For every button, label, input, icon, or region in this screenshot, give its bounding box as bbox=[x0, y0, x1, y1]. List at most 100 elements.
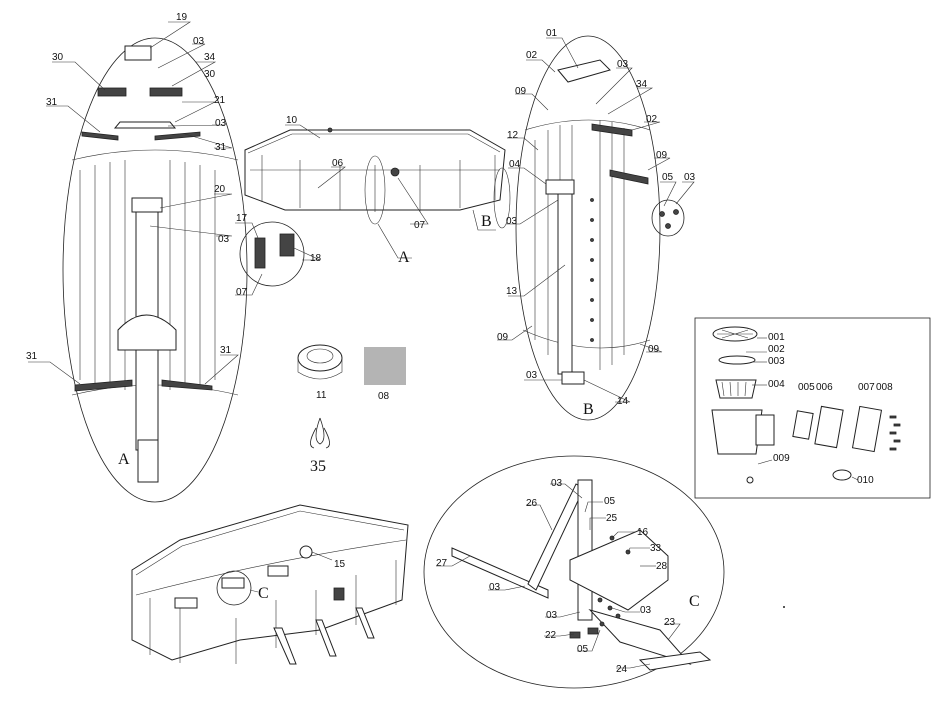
label-03: 03 bbox=[684, 172, 696, 183]
cap-part-19 bbox=[124, 45, 152, 61]
label-13: 13 bbox=[506, 286, 518, 297]
patch-swatch-08 bbox=[364, 347, 406, 385]
label-001: 001 bbox=[768, 332, 785, 343]
skimmer-panel: 001 002 003 004 005 006 007 008 009 010 bbox=[694, 317, 931, 499]
fitting bbox=[299, 545, 313, 559]
detail-c-letter: C bbox=[689, 593, 700, 610]
label-34: 34 bbox=[636, 79, 648, 90]
kit-parts: 11 08 35 bbox=[297, 344, 406, 475]
label-03: 03 bbox=[546, 610, 558, 621]
seat bbox=[174, 597, 198, 609]
top-bracket-20 bbox=[131, 197, 163, 213]
pool-bottom-frame bbox=[131, 504, 409, 661]
skimmer-leaders bbox=[746, 337, 859, 481]
label-16: 16 bbox=[637, 527, 649, 538]
label-30: 30 bbox=[52, 52, 64, 63]
support-leg bbox=[315, 619, 337, 657]
support-saddle bbox=[117, 314, 177, 351]
label-09: 09 bbox=[497, 332, 509, 343]
foot-plate-23 bbox=[588, 609, 692, 666]
pool-top-uprights bbox=[261, 155, 496, 212]
label-06: 06 bbox=[332, 158, 344, 169]
rail-part-31-bottom-left bbox=[74, 379, 133, 392]
screw-column bbox=[590, 198, 594, 342]
label-20: 20 bbox=[214, 184, 226, 195]
skimmer-panel-frame bbox=[694, 317, 931, 499]
rail-part-09 bbox=[609, 169, 649, 185]
detail-c-leaders bbox=[436, 483, 681, 669]
seat bbox=[267, 565, 289, 577]
screws-008 bbox=[889, 415, 901, 451]
detail-b-ellipse bbox=[515, 35, 661, 421]
label-22: 22 bbox=[545, 630, 557, 641]
label-010: 010 bbox=[857, 475, 874, 486]
callout-c-ring bbox=[216, 570, 252, 606]
rail-part-31-bottom-right bbox=[161, 379, 213, 391]
label-34: 34 bbox=[204, 52, 216, 63]
bracket-part-04 bbox=[545, 179, 575, 195]
label-03: 03 bbox=[218, 234, 230, 245]
label-14: 14 bbox=[617, 396, 629, 407]
label-33: 33 bbox=[650, 543, 662, 554]
skimmer-body-004 bbox=[711, 409, 763, 455]
rail-part-30-left bbox=[97, 87, 127, 97]
foot-part-14 bbox=[561, 371, 585, 385]
label-25: 25 bbox=[606, 513, 618, 524]
label-31: 31 bbox=[46, 97, 58, 108]
upright-part-25 bbox=[577, 479, 593, 621]
label-003: 003 bbox=[768, 356, 785, 367]
label-31: 31 bbox=[215, 142, 227, 153]
label-05: 05 bbox=[662, 172, 674, 183]
support-leg bbox=[355, 607, 375, 639]
label-05: 05 bbox=[604, 496, 616, 507]
label-03: 03 bbox=[506, 216, 518, 227]
label-02: 02 bbox=[646, 114, 658, 125]
label-009: 009 bbox=[773, 453, 790, 464]
label-26: 26 bbox=[526, 498, 538, 509]
detail-b-letter: B bbox=[583, 401, 594, 418]
label-31: 31 bbox=[220, 345, 232, 356]
detail-a-ellipse bbox=[62, 37, 248, 503]
detail-b: 01 02 03 34 09 02 12 09 04 05 03 03 13 0… bbox=[497, 28, 696, 421]
callout-a-ring bbox=[364, 155, 386, 225]
label-24: 24 bbox=[616, 664, 628, 675]
label-03: 03 bbox=[526, 370, 538, 381]
base-part-24 bbox=[638, 651, 712, 671]
label-10: 10 bbox=[286, 115, 298, 126]
label-15: 15 bbox=[334, 559, 346, 570]
detail-a-leaders bbox=[28, 21, 239, 385]
detail-b-leaders bbox=[497, 37, 695, 403]
label-31: 31 bbox=[26, 351, 38, 362]
label-17: 17 bbox=[236, 213, 248, 224]
upright-part-13 bbox=[557, 193, 573, 375]
label-07: 07 bbox=[414, 220, 426, 231]
gasket-005 bbox=[792, 410, 814, 440]
label-02: 02 bbox=[526, 50, 538, 61]
label-19: 19 bbox=[176, 12, 188, 23]
label-27: 27 bbox=[436, 558, 448, 569]
pool-bottom-view: 15 C bbox=[131, 504, 409, 665]
label-007: 007 bbox=[858, 382, 875, 393]
label-18: 18 bbox=[310, 253, 322, 264]
support-leg bbox=[273, 627, 297, 665]
fitting-part-18 bbox=[279, 233, 295, 257]
fitting-part-17 bbox=[254, 237, 266, 269]
label-09: 09 bbox=[656, 150, 668, 161]
label-21: 21 bbox=[214, 95, 226, 106]
label-002: 002 bbox=[768, 344, 785, 355]
fitting-010 bbox=[832, 469, 852, 481]
label-08: 08 bbox=[378, 391, 390, 402]
label-07: 07 bbox=[236, 287, 248, 298]
rail-part-02 bbox=[591, 123, 633, 137]
label-28: 28 bbox=[656, 561, 668, 572]
detail-c-ellipse bbox=[423, 455, 725, 689]
detail-b-wall bbox=[522, 119, 651, 370]
label-30: 30 bbox=[204, 69, 216, 80]
fitting-inset bbox=[239, 221, 305, 287]
detail-c: 03 05 26 25 16 33 28 27 03 03 03 22 05 2… bbox=[423, 455, 725, 689]
label-12: 12 bbox=[507, 130, 519, 141]
label-005: 005 bbox=[798, 382, 815, 393]
seat bbox=[221, 577, 245, 589]
label-03: 03 bbox=[640, 605, 652, 616]
